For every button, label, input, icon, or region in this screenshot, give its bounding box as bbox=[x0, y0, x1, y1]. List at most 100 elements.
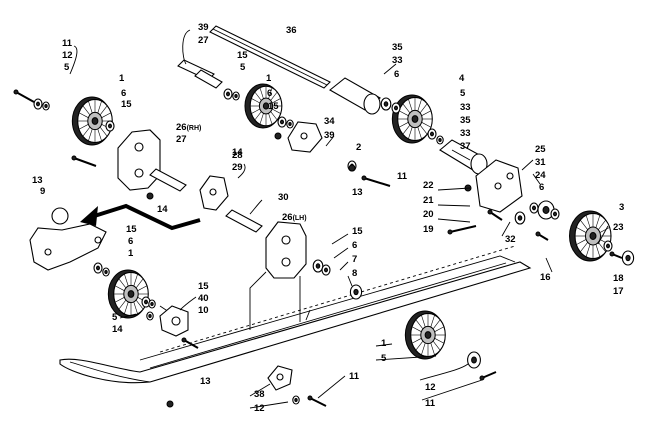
callout-15: 15 bbox=[268, 101, 279, 112]
bolt bbox=[609, 251, 623, 259]
callout-5: 5 bbox=[112, 312, 118, 323]
callout-11: 11 bbox=[62, 38, 73, 49]
bracket-28 bbox=[199, 175, 229, 211]
washer bbox=[427, 128, 437, 140]
wheel-1-upper-center bbox=[244, 83, 283, 129]
callout-14: 14 bbox=[112, 324, 123, 335]
bolt bbox=[71, 155, 97, 167]
callout-15: 15 bbox=[198, 281, 209, 292]
callout-12: 12 bbox=[62, 50, 73, 61]
callout-25: 25 bbox=[535, 144, 546, 155]
washer bbox=[467, 351, 481, 369]
washer bbox=[102, 267, 110, 277]
washer bbox=[514, 211, 526, 225]
callout-30: 30 bbox=[278, 192, 289, 203]
callout-6: 6 bbox=[128, 236, 133, 247]
washer bbox=[380, 97, 392, 111]
callout-1: 1 bbox=[266, 73, 272, 84]
nut bbox=[274, 132, 282, 140]
callout-31: 31 bbox=[535, 157, 546, 168]
callout-29: 29 bbox=[232, 162, 243, 173]
callout-5: 5 bbox=[460, 88, 466, 99]
wheel-1-lower-center bbox=[404, 310, 446, 360]
callout-12: 12 bbox=[425, 382, 436, 393]
bracket-25 bbox=[475, 159, 523, 213]
callout-21: 21 bbox=[423, 195, 434, 206]
nut bbox=[348, 164, 356, 172]
washer bbox=[42, 101, 50, 111]
callout-39: 39 bbox=[198, 22, 209, 33]
callout-6: 6 bbox=[267, 88, 272, 99]
bolt bbox=[487, 209, 503, 221]
callout-22: 22 bbox=[423, 180, 434, 191]
callout-6: 6 bbox=[394, 69, 399, 80]
callout-9: 9 bbox=[40, 186, 45, 197]
callout-10: 10 bbox=[198, 305, 209, 316]
callout-15: 15 bbox=[121, 99, 132, 110]
washer bbox=[391, 102, 401, 114]
callout-35: 35 bbox=[392, 42, 403, 53]
callout-5: 5 bbox=[240, 62, 246, 73]
washer bbox=[312, 259, 324, 273]
callout-1: 1 bbox=[128, 248, 134, 259]
washer bbox=[529, 202, 539, 214]
callout-11: 11 bbox=[397, 171, 408, 182]
callout-23: 23 bbox=[613, 222, 624, 233]
direction-arrow bbox=[80, 203, 201, 231]
callout-suffix: (LH) bbox=[293, 215, 307, 222]
callout-39: 39 bbox=[324, 130, 335, 141]
bolt bbox=[479, 371, 497, 381]
callout-18: 18 bbox=[613, 273, 624, 284]
callout-15: 15 bbox=[237, 50, 248, 61]
callout-36: 36 bbox=[286, 25, 297, 36]
nut bbox=[166, 400, 174, 408]
callout-16: 16 bbox=[540, 272, 551, 283]
callout-27: 27 bbox=[198, 35, 209, 46]
wheels bbox=[71, 83, 612, 360]
washer bbox=[33, 98, 43, 110]
slide-rail bbox=[59, 245, 532, 384]
callout-20: 20 bbox=[423, 209, 434, 220]
callout-5: 5 bbox=[64, 62, 70, 73]
callout-37: 37 bbox=[460, 141, 471, 152]
bolt bbox=[13, 89, 35, 103]
bracket-26-rh bbox=[117, 129, 161, 191]
callout-38: 38 bbox=[254, 389, 265, 400]
bracket-9 bbox=[29, 207, 107, 271]
bolt bbox=[447, 225, 477, 235]
callout-leaders bbox=[69, 29, 609, 409]
shaft-30 bbox=[225, 209, 263, 233]
callout-33: 33 bbox=[460, 128, 471, 139]
bracket-34 bbox=[287, 121, 323, 153]
callout-35: 35 bbox=[460, 115, 471, 126]
callout-28: 28 bbox=[232, 150, 243, 161]
callout-1: 1 bbox=[381, 338, 387, 349]
callout-19: 19 bbox=[423, 224, 434, 235]
spacer-tube-35-upper bbox=[329, 77, 381, 115]
callout-11: 11 bbox=[425, 398, 436, 409]
callout-12: 12 bbox=[254, 403, 265, 414]
washer bbox=[621, 250, 635, 266]
callout-6: 6 bbox=[539, 182, 544, 193]
washer bbox=[550, 208, 560, 220]
spacer-39-27 bbox=[177, 59, 223, 89]
washer bbox=[232, 91, 240, 101]
callout-4: 4 bbox=[459, 73, 465, 84]
bracket-38 bbox=[267, 365, 293, 391]
callout-34: 34 bbox=[324, 116, 335, 127]
nut bbox=[146, 192, 154, 200]
bolt bbox=[361, 175, 391, 187]
washer bbox=[321, 264, 331, 276]
washer bbox=[146, 311, 154, 321]
callout-8: 8 bbox=[352, 268, 357, 279]
callout-40: 40 bbox=[198, 293, 209, 304]
callout-27: 27 bbox=[176, 134, 187, 145]
washer bbox=[223, 88, 233, 100]
washer bbox=[286, 119, 294, 129]
washer bbox=[436, 135, 444, 145]
bolt bbox=[535, 231, 549, 241]
callout-13: 13 bbox=[32, 175, 43, 186]
hardware bbox=[13, 88, 635, 408]
washer bbox=[93, 262, 103, 274]
